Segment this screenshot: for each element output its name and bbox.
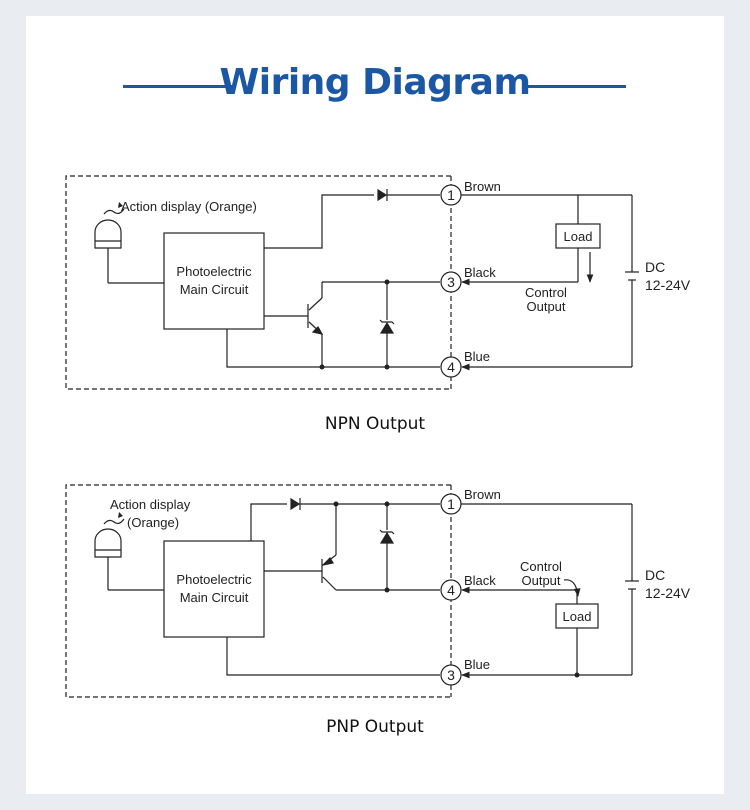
- title-rule-left: [123, 85, 235, 88]
- npn-transistor-icon: [264, 282, 324, 367]
- npn-dc-label-1: DC: [645, 259, 665, 275]
- pnp-terminal-4: [440, 579, 462, 601]
- npn-wire-label: Black: [464, 265, 496, 280]
- title-rule-right: [522, 85, 626, 88]
- npn-wire-label: Brown: [464, 179, 501, 194]
- pnp-terminal-number: 4: [447, 582, 455, 598]
- npn-dc-label-2: 12-24V: [645, 277, 691, 293]
- npn-terminal-number: 1: [447, 187, 455, 203]
- pnp-wire-label: Black: [464, 573, 496, 588]
- pnp-labels: Action display (Orange) Photoelectric Ma…: [110, 487, 691, 683]
- pnp-main-circuit-box: [163, 540, 265, 638]
- npn-action-display-label: Action display (Orange): [121, 199, 257, 214]
- pnp-control-label-2: Output: [521, 573, 560, 588]
- npn-circuit-label-1: Photoelectric: [176, 264, 252, 279]
- npn-load-box: [555, 223, 601, 249]
- pnp-load-label: Load: [563, 609, 592, 624]
- npn-caption: NPN Output: [324, 414, 426, 434]
- pnp-action-display-label-2: (Orange): [127, 515, 179, 530]
- npn-main-circuit-box: [163, 232, 265, 330]
- pnp-circuit-label-2: Main Circuit: [180, 590, 249, 605]
- pnp-led-icon: [94, 512, 164, 591]
- pnp-circuit-label-1: Photoelectric: [176, 572, 252, 587]
- pnp-wire-label: Blue: [464, 657, 490, 672]
- npn-diagram: [65, 175, 639, 390]
- npn-terminal-3: [440, 271, 462, 293]
- pnp-diagram: [65, 484, 639, 698]
- npn-led-icon: [94, 202, 164, 284]
- pnp-caption: PNP Output: [326, 717, 424, 737]
- npn-control-label-1: Control: [525, 285, 567, 300]
- pnp-action-display-label-1: Action display: [110, 497, 191, 512]
- page-title: Wiring Diagram: [219, 62, 531, 103]
- pnp-dc-label-2: 12-24V: [645, 585, 691, 601]
- content-card: [26, 16, 724, 794]
- pnp-zener-icon: [379, 531, 395, 544]
- npn-terminal-number: 4: [447, 359, 455, 375]
- pnp-diode-icon: [290, 497, 301, 511]
- npn-labels: Action display (Orange) Photoelectric Ma…: [121, 179, 691, 375]
- pnp-transistor-icon: [264, 504, 440, 591]
- npn-diode-icon: [377, 188, 388, 202]
- npn-housing: [65, 175, 451, 390]
- npn-control-label-2: Output: [526, 299, 565, 314]
- pnp-housing: [65, 484, 451, 698]
- npn-terminal-4: [440, 356, 462, 378]
- pnp-terminal-number: 3: [447, 667, 455, 683]
- npn-load-label: Load: [564, 229, 593, 244]
- pnp-control-label-1: Control: [520, 559, 562, 574]
- pnp-terminal-3: [440, 664, 462, 686]
- npn-wire-label: Blue: [464, 349, 490, 364]
- npn-zener-icon: [379, 321, 395, 334]
- pnp-terminal-number: 1: [447, 496, 455, 512]
- pnp-dc-label-1: DC: [645, 567, 665, 583]
- pnp-wire-label: Brown: [464, 487, 501, 502]
- npn-circuit-label-2: Main Circuit: [180, 282, 249, 297]
- npn-terminal-number: 3: [447, 274, 455, 290]
